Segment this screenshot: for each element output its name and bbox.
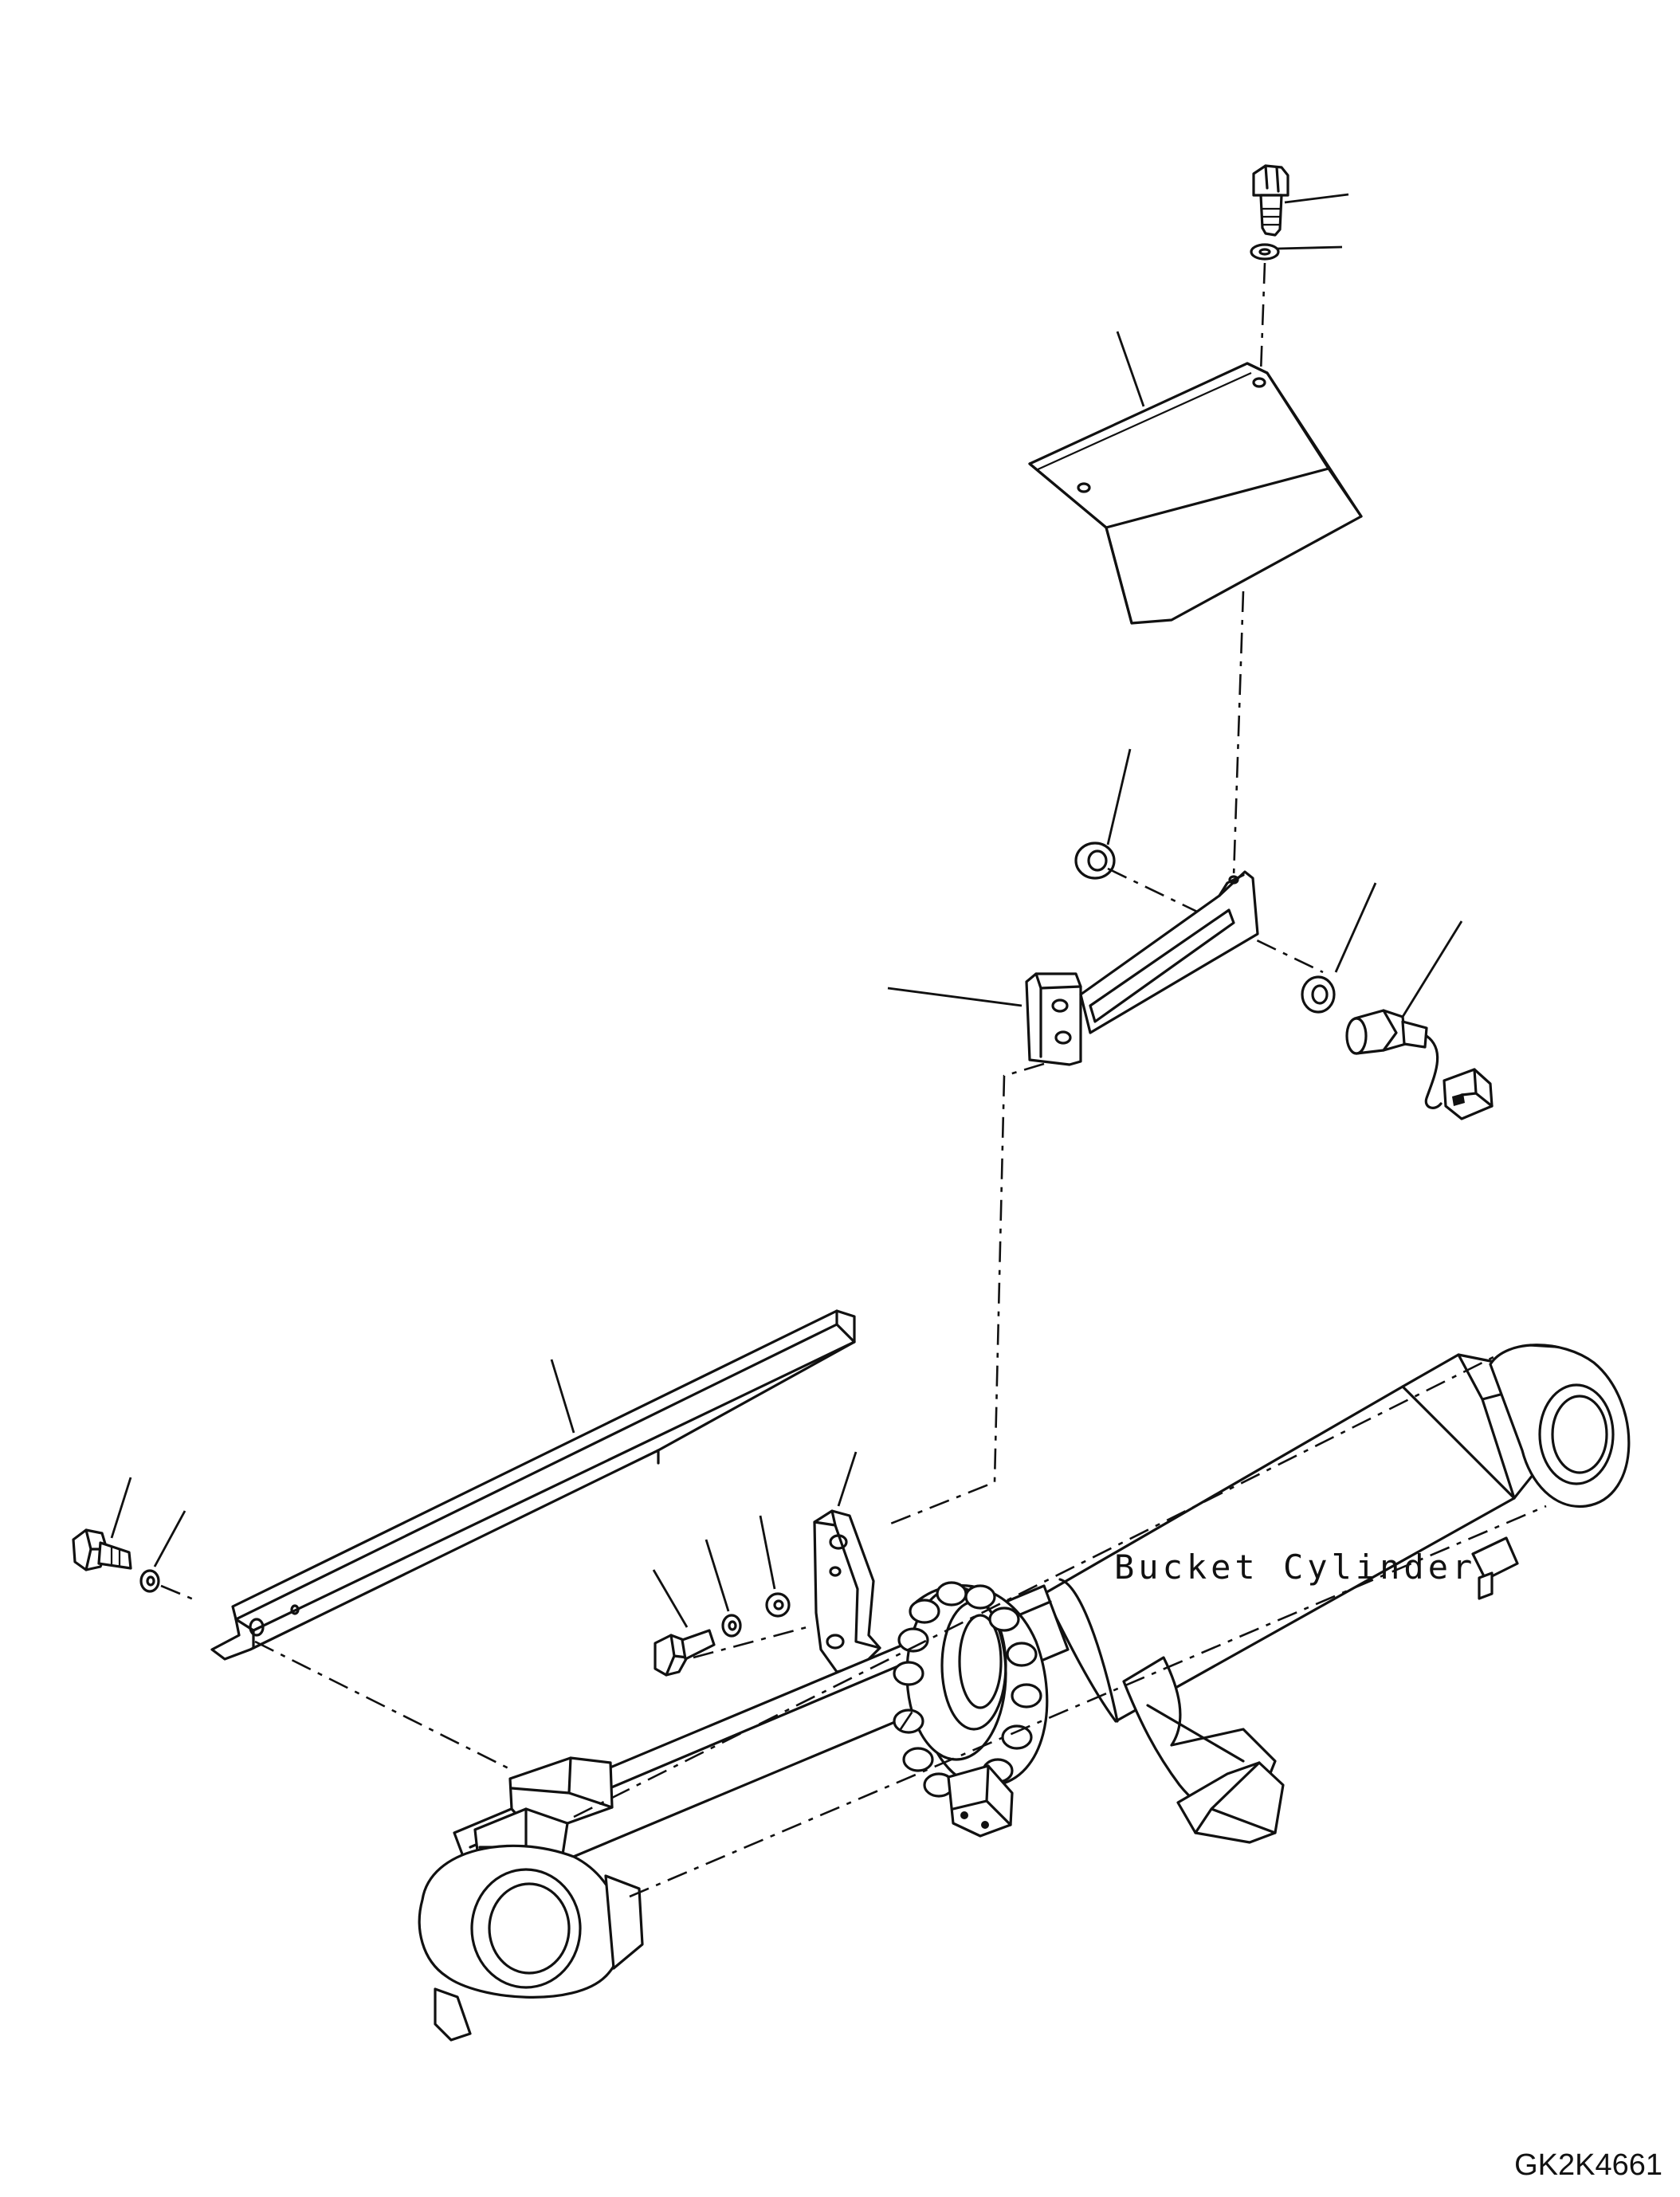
proximity-sensor bbox=[1345, 1009, 1494, 1120]
bolt-center bbox=[654, 1629, 716, 1677]
dash-cover-bracket bbox=[1232, 590, 1245, 877]
washer-top bbox=[1250, 243, 1280, 261]
bolt-left bbox=[72, 1528, 132, 1571]
leader-washer-large-right bbox=[1334, 882, 1377, 973]
leader-angle-rail bbox=[550, 1359, 575, 1434]
leader-washer-left bbox=[153, 1510, 186, 1567]
cylinder-centerline-bottom bbox=[629, 1505, 1547, 1898]
washer-large-upper bbox=[1074, 842, 1116, 880]
dash-center-parts bbox=[693, 1624, 814, 1659]
drawing-number: GK2K4661 bbox=[1514, 2148, 1662, 2182]
washer-center-flat bbox=[765, 1592, 791, 1618]
leader-mount-plate bbox=[837, 1451, 858, 1507]
leader-washer-top bbox=[1277, 245, 1343, 250]
bolt-top bbox=[1252, 164, 1289, 237]
cylinder-label: Bucket Cylinder bbox=[1114, 1548, 1477, 1587]
bracket-arm bbox=[1025, 870, 1259, 1066]
cylinder-centerline-rod bbox=[899, 1705, 918, 1730]
bucket-cylinder bbox=[418, 1344, 1631, 2042]
dash-bracket-sensor bbox=[1107, 867, 1324, 974]
dash-top-cover bbox=[1259, 262, 1266, 374]
leader-bolt-center bbox=[652, 1569, 689, 1628]
leader-proximity-sensor bbox=[1401, 920, 1463, 1018]
washer-large-right bbox=[1301, 975, 1336, 1014]
leader-bolt-top bbox=[1284, 193, 1349, 204]
mount-plate bbox=[813, 1509, 881, 1673]
leader-cover-plate bbox=[1116, 331, 1145, 407]
angle-rail bbox=[210, 1309, 856, 1661]
dash-left-lug bbox=[160, 1584, 511, 1771]
washer-left bbox=[139, 1569, 160, 1593]
leader-washer-center-small bbox=[705, 1539, 730, 1612]
dash-bracket-mount bbox=[884, 1062, 1045, 1528]
washer-center-small bbox=[721, 1614, 742, 1638]
leader-bracket-arm bbox=[887, 987, 1023, 1007]
leader-washer-center-flat bbox=[759, 1515, 776, 1590]
leader-washer-large-upper bbox=[1106, 748, 1132, 845]
cylinder-centerline-top bbox=[573, 1353, 1499, 1818]
leader-bolt-left bbox=[110, 1477, 132, 1539]
cover-plate bbox=[1028, 362, 1363, 625]
